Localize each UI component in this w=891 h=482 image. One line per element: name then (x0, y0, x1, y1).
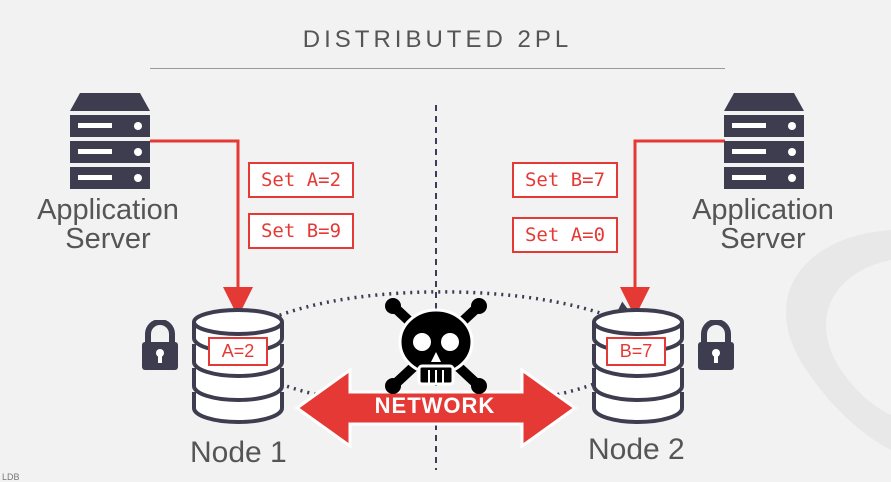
dotted-link-top (247, 290, 646, 333)
right-command-2: Set A=0 (512, 217, 618, 253)
node1-label: Node 1 (190, 436, 287, 469)
left-server-label-line1: Application (37, 194, 179, 226)
right-server-label-line2: Server (720, 223, 806, 255)
left-server-label: Application Server (28, 196, 188, 254)
right-server-label-line1: Application (692, 194, 834, 226)
server-icon (724, 93, 804, 189)
left-request-arrow (150, 139, 253, 317)
server-icon (70, 93, 150, 189)
left-command-2: Set B=9 (248, 213, 354, 249)
left-server-label-line2: Server (65, 223, 151, 255)
skull-crossbones-icon (385, 298, 487, 394)
title-divider (150, 68, 725, 69)
network-label: NETWORK (374, 393, 496, 418)
lock-icon (142, 320, 178, 370)
node2-value: B=7 (606, 337, 666, 366)
node2-label: Node 2 (588, 433, 685, 466)
footer-text: LDB (2, 472, 20, 482)
lock-icon (698, 320, 734, 370)
node1-value: A=2 (208, 337, 268, 366)
right-command-1: Set B=7 (512, 162, 618, 198)
slide-title: DISTRIBUTED 2PL (302, 26, 573, 53)
right-server-label: Application Server (683, 196, 843, 254)
right-request-arrow (620, 139, 725, 317)
left-command-1: Set A=2 (248, 162, 354, 198)
